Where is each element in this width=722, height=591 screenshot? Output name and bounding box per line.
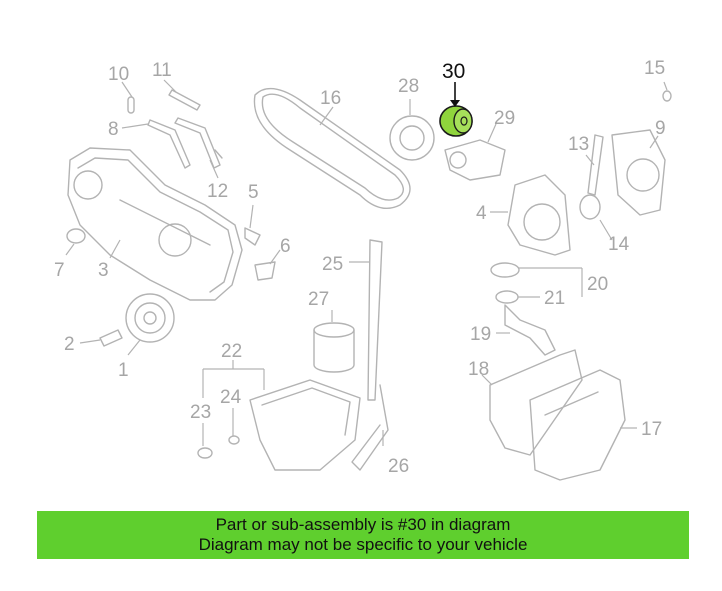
sprocket-part (389, 115, 435, 161)
callout-6: 6 (280, 236, 291, 257)
callout-29: 29 (494, 108, 515, 129)
callout-26: 26 (388, 456, 409, 477)
callout-16: 16 (320, 88, 341, 109)
gasket-parts (127, 89, 223, 169)
callout-3: 3 (98, 260, 109, 281)
bolt-parts (66, 227, 276, 281)
callout-8: 8 (108, 119, 119, 140)
timing-belt-part (253, 87, 411, 209)
callout-1: 1 (118, 360, 129, 381)
banner-line-part-number: Part or sub-assembly is #30 in diagram (215, 515, 511, 534)
callout-13: 13 (568, 134, 589, 155)
callout-28: 28 (398, 76, 419, 97)
callout-19: 19 (470, 324, 491, 345)
callout-labels: 10 11 8 12 5 6 7 3 2 1 16 28 30 29 4 13 … (54, 58, 666, 477)
oil-pan-part (489, 349, 626, 481)
callout-17: 17 (641, 419, 662, 440)
tensioner-part (444, 139, 506, 181)
callout-24: 24 (220, 387, 242, 408)
callout-2: 2 (64, 334, 75, 355)
banner-line-disclaimer: Diagram may not be specific to your vehi… (198, 535, 528, 554)
callout-10: 10 (108, 64, 129, 85)
callout-18: 18 (468, 359, 489, 380)
callout-25: 25 (322, 254, 343, 275)
callout-7: 7 (54, 260, 65, 281)
callout-9: 9 (655, 118, 666, 139)
callout-4: 4 (476, 203, 487, 224)
callout-12: 12 (207, 181, 228, 202)
parts-diagram: 10 11 8 12 5 6 7 3 2 1 16 28 30 29 4 13 … (54, 58, 672, 481)
leader-lines (65, 79, 668, 446)
idler-pulley-part-30 (439, 105, 473, 137)
oil-pipe-part (490, 262, 556, 356)
dipstick-part (351, 239, 389, 471)
crank-pulley-part (99, 293, 175, 347)
callout-22: 22 (221, 341, 242, 362)
callout-30: 30 (442, 60, 465, 83)
timing-cover-part (67, 147, 243, 301)
callout-5: 5 (248, 182, 259, 203)
callout-11: 11 (152, 60, 172, 81)
callout-21: 21 (544, 288, 565, 309)
right-cover-part (579, 90, 672, 220)
cam-cover-part (507, 174, 571, 256)
oil-filter-part (313, 322, 355, 373)
callout-15: 15 (644, 58, 665, 79)
parts-diagram-svg: 10 11 8 12 5 6 7 3 2 1 16 28 30 29 4 13 … (54, 58, 672, 481)
callout-14: 14 (608, 234, 630, 255)
callout-27: 27 (308, 289, 329, 310)
lower-oil-pan-part (197, 379, 361, 471)
callout-23: 23 (190, 402, 211, 423)
info-banner: Part or sub-assembly is #30 in diagram D… (37, 511, 689, 559)
arrow-head-30 (450, 100, 460, 107)
callout-20: 20 (587, 274, 608, 295)
